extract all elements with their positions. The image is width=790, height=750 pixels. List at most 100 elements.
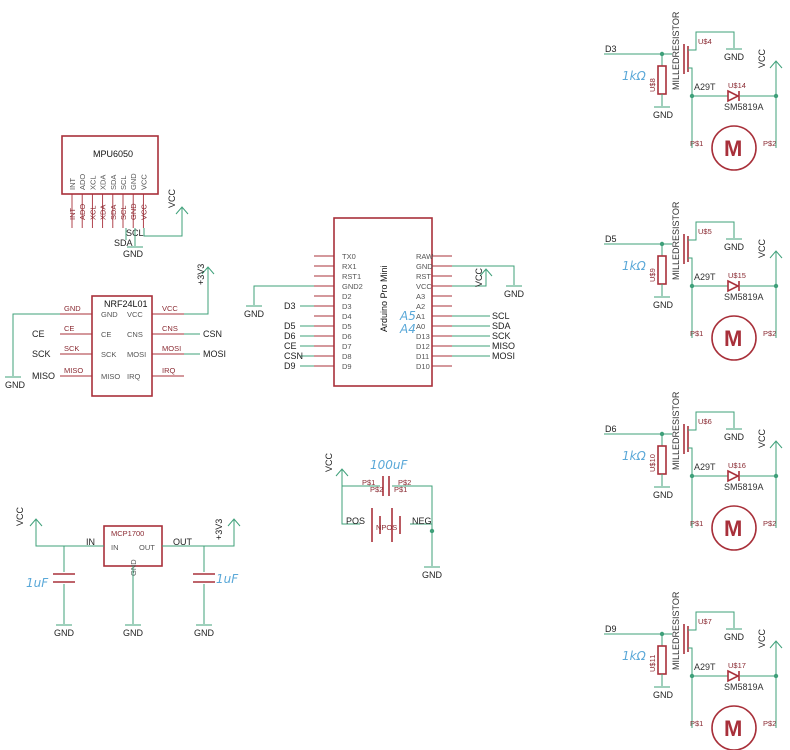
- arduino-ext-net: D5: [284, 321, 296, 331]
- nrf-ext-net: CSN: [203, 329, 222, 339]
- mcp-out-net: OUT: [173, 537, 193, 547]
- resistor-ref: U$10: [648, 454, 657, 472]
- arduino-gnd-left-net: GND: [244, 309, 265, 319]
- bat-neg-label: NEG: [412, 516, 432, 526]
- gate-net: D9: [605, 624, 617, 634]
- diode-ref: U$14: [728, 81, 746, 90]
- motor-body: [711, 705, 757, 750]
- mosfet-ref: U$6: [698, 417, 712, 426]
- ink-resistor: 1kΩ: [622, 69, 647, 83]
- mpu-pin-net: XCL: [88, 205, 97, 220]
- mosfet-value: A29T: [694, 82, 716, 92]
- ink-resistor: 1kΩ: [622, 259, 647, 273]
- mpu-pin-label: SDA: [109, 175, 118, 190]
- mpu-pin-label: GND: [129, 173, 138, 190]
- arduino-pin-label: D6: [342, 332, 352, 341]
- vcc-arrow: [769, 60, 783, 69]
- nrf-pin-net: SCK: [64, 344, 79, 353]
- arduino-gnd-right-net: GND: [504, 289, 525, 299]
- resistor-body: [657, 65, 667, 95]
- arduino-pin-label: D8: [342, 352, 352, 361]
- nrf-pin-label: CNS: [127, 330, 143, 339]
- arduino-pin-label: RST1: [342, 272, 361, 281]
- arduino-pin-label: GND: [416, 262, 433, 271]
- mpu-pin-net: SDA: [109, 205, 118, 220]
- resistor-body: [657, 445, 667, 475]
- arduino-pin-label: A1: [416, 312, 425, 321]
- cin-gnd-net: GND: [54, 628, 75, 638]
- motor-body: [711, 125, 757, 171]
- gate-net: D3: [605, 44, 617, 54]
- mpu-gnd-net: GND: [123, 249, 144, 259]
- mpu-vcc-wire: [143, 208, 183, 237]
- arduino-gnd-left-wire: [253, 285, 314, 305]
- vcc-arrow: [769, 640, 783, 649]
- battery-block: VCC POS NPOS NEG GND P$1 P$2 P$2 P$1 100…: [324, 452, 443, 580]
- mosfet-drain-wire: [688, 67, 693, 142]
- nrf-pin-label: MOSI: [127, 350, 146, 359]
- nrf-pin-net: IRQ: [162, 366, 176, 375]
- bat-pos-label: POS: [346, 516, 365, 526]
- mcp-in-net: IN: [86, 537, 95, 547]
- vcc-net: VCC: [757, 238, 767, 258]
- nrf-pin-net: CNS: [162, 324, 178, 333]
- vcc-arrow: [175, 206, 189, 215]
- nrf-3v3-net: +3V3: [196, 264, 206, 285]
- mpu-pin-label: XDA: [99, 175, 108, 190]
- nrf-ext-net: CE: [32, 329, 45, 339]
- gate-net: D5: [605, 234, 617, 244]
- nrf-pin-label: CE: [101, 330, 111, 339]
- nrf-pin-label: SCK: [101, 350, 116, 359]
- arduino-pin-label: D4: [342, 312, 352, 321]
- resistor-ref: U$8: [648, 78, 657, 92]
- ink-resistor: 1kΩ: [622, 649, 647, 663]
- mosfet-source-wire: [688, 411, 735, 431]
- arduino-ext-net: MISO: [492, 341, 515, 351]
- nrf-body: [91, 295, 153, 397]
- arduino-pro-mini: Arduino Pro Mini TX0RX1RST1GND2D2D3D4D5D…: [244, 217, 525, 387]
- arduino-ext-net: SCL: [492, 311, 510, 321]
- resistor-value: MILLEDRESISTOR: [671, 391, 681, 470]
- diode-value: SM5819A: [724, 292, 764, 302]
- motor-label: M: [724, 326, 742, 351]
- arduino-gnd-right-wire: [452, 265, 515, 285]
- bat-neg-wire: [410, 523, 433, 566]
- arduino-ext-net: SDA: [492, 321, 511, 331]
- mpu-pin-label: INT: [68, 178, 77, 191]
- arduino-pin-label: GND2: [342, 282, 363, 291]
- nrf-ext-net: MOSI: [203, 349, 226, 359]
- resistor-gnd-net: GND: [653, 490, 674, 500]
- v33-arrow: [227, 518, 241, 527]
- mcp-vcc-net: VCC: [15, 506, 25, 526]
- ink-cin: 1uF: [26, 576, 49, 590]
- motor-label: M: [724, 516, 742, 541]
- ink-cout: 1uF: [216, 572, 239, 586]
- mosfet-gnd-net: GND: [724, 242, 745, 252]
- diode-ref: U$15: [728, 271, 746, 280]
- mcp-3v3-net: +3V3: [214, 519, 224, 540]
- mosfet-ref: U$7: [698, 617, 712, 626]
- resistor-gnd-net: GND: [653, 300, 674, 310]
- vcc-net: VCC: [757, 428, 767, 448]
- mosfet-gnd-net: GND: [724, 52, 745, 62]
- battery-name: NPOS: [376, 523, 397, 532]
- diode-value: SM5819A: [724, 482, 764, 492]
- arduino-pin-label: RX1: [342, 262, 357, 271]
- mpu-pin-net: SCL: [119, 205, 128, 220]
- mosfet-source-wire: [688, 611, 735, 631]
- gate-net: D6: [605, 424, 617, 434]
- diode-ref: U$17: [728, 661, 746, 670]
- nrf24l01-module: NRF24L01 GNDGNDVCCVCCCECECNSCNSSCKSCKMOS…: [5, 264, 226, 397]
- mosfet-gnd-net: GND: [724, 632, 745, 642]
- arduino-body: [333, 217, 433, 387]
- nrf-ext-net: SCK: [32, 349, 51, 359]
- nrf-pin-label: GND: [101, 310, 118, 319]
- arduino-pin-label: D11: [416, 352, 429, 361]
- ink-bulk-cap: 100uF: [370, 458, 409, 472]
- vcc-arrow: [479, 268, 493, 277]
- ink-resistor: 1kΩ: [622, 449, 647, 463]
- arduino-pin-label: D5: [342, 322, 352, 331]
- vcc-net: VCC: [757, 48, 767, 68]
